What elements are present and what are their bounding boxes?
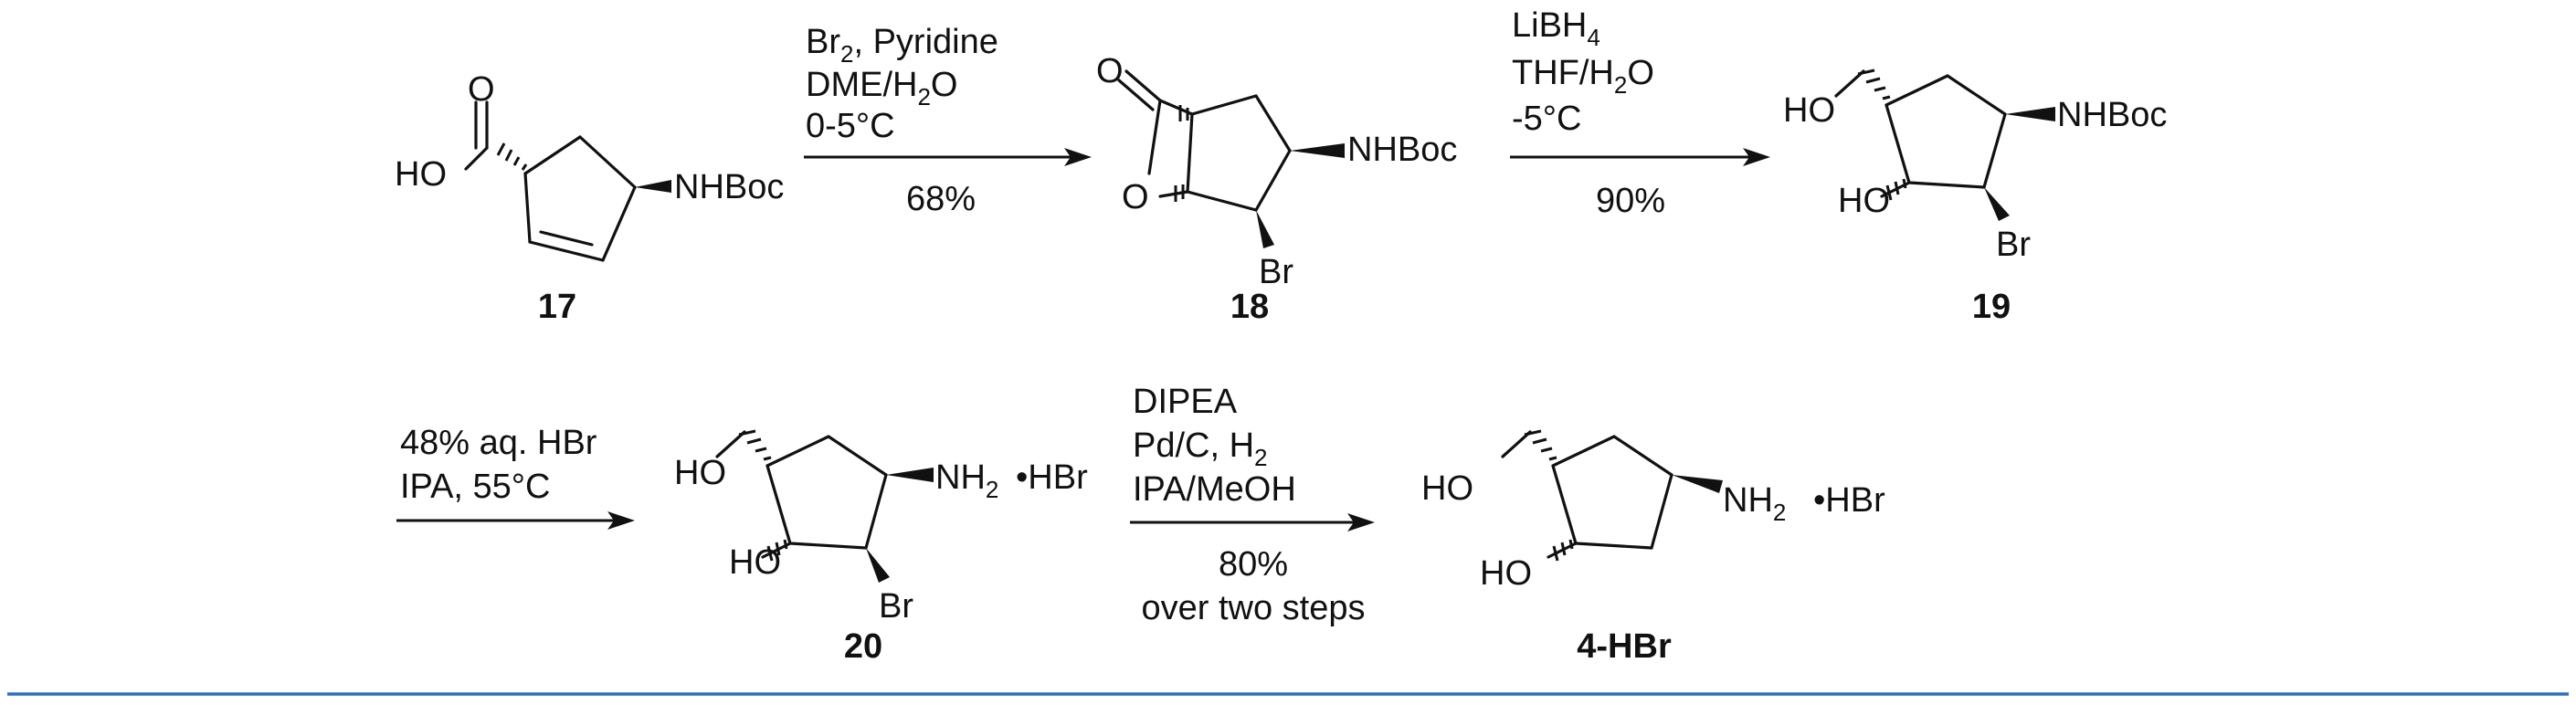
hashed-bond-20 bbox=[738, 429, 772, 461]
hashed-bond-20b bbox=[766, 539, 788, 562]
reagent-step4-yield2: over two steps bbox=[1142, 589, 1366, 627]
reaction-arrow-4: DIPEA Pd/C, H2 IPA/MeOH 80% over two ste… bbox=[1130, 383, 1375, 627]
compound-label-17: 17 bbox=[538, 288, 576, 326]
compound-18-structure: O O NHBoc Br 18 bbox=[1096, 52, 1457, 326]
reagent-step2-yield: 90% bbox=[1596, 182, 1665, 220]
reagent-step1-line2: DME/H2O bbox=[806, 66, 957, 110]
wedge-bond bbox=[1672, 475, 1723, 493]
compound-label-4hbr: 4-HBr bbox=[1577, 627, 1672, 666]
atom-nhboc: NHBoc bbox=[674, 168, 784, 206]
reagent-step4-line3: IPA/MeOH bbox=[1133, 470, 1296, 509]
atom-ho: HO bbox=[1838, 182, 1890, 220]
reagent-step2-line2: THF/H2O bbox=[1512, 54, 1654, 99]
hashed-bond-4hbr bbox=[1524, 429, 1557, 461]
compound-label-18: 18 bbox=[1230, 288, 1269, 326]
reagent-step1-yield: 68% bbox=[906, 180, 976, 218]
wedge-bond bbox=[1984, 187, 2010, 221]
atom-o: O bbox=[1096, 52, 1124, 90]
atom-ho: HO bbox=[395, 155, 447, 194]
reagent-step4-yield: 80% bbox=[1219, 545, 1288, 584]
atom-br: Br bbox=[879, 587, 913, 626]
atom-ho: HO bbox=[1421, 469, 1473, 508]
wedge-bond bbox=[886, 468, 934, 482]
hashed-bond-4hbr-b bbox=[1552, 539, 1574, 562]
atom-hbr: •HBr bbox=[1016, 458, 1088, 497]
compound-19-structure: HO HO NHBoc Br 19 bbox=[1783, 68, 2167, 326]
atom-ho: HO bbox=[674, 454, 726, 492]
atom-ho: HO bbox=[1480, 554, 1532, 593]
wedge-bond bbox=[866, 548, 890, 583]
atom-ho: HO bbox=[1783, 91, 1835, 130]
wedge-bond bbox=[635, 180, 671, 193]
compound-20-structure: HO HO NH2 •HBr Br 20 bbox=[674, 429, 1088, 666]
atom-hbr: •HBr bbox=[1813, 481, 1885, 520]
atom-nhboc: NHBoc bbox=[2057, 96, 2167, 134]
atom-br: Br bbox=[1259, 253, 1293, 291]
reagent-step3-line2: IPA, 55°C bbox=[400, 468, 550, 506]
compound-17-structure: O HO NHBoc 17 bbox=[395, 70, 784, 326]
reaction-arrow-1: Br2, Pyridine DME/H2O 0-5°C 68% bbox=[804, 23, 1092, 218]
hashed-bond-19b bbox=[1885, 178, 1907, 201]
hashed-bond-19 bbox=[1857, 68, 1891, 100]
reagent-step4-line1: DIPEA bbox=[1133, 383, 1238, 421]
wedge-bond bbox=[1290, 143, 1345, 158]
reaction-arrow-2: LiBH4 THF/H2O -5°C 90% bbox=[1510, 6, 1770, 220]
reagent-step3-line1: 48% aq. HBr bbox=[400, 424, 597, 462]
wedge-bond bbox=[1256, 210, 1274, 248]
reagent-step2-line1: LiBH4 bbox=[1512, 6, 1600, 51]
reagent-step4-line2: Pd/C, H2 bbox=[1133, 426, 1268, 471]
compound-4hbr-structure: HO HO NH2 •HBr 4-HBr bbox=[1421, 429, 1885, 666]
atom-o: O bbox=[468, 70, 495, 109]
compound-label-20: 20 bbox=[844, 627, 882, 666]
atom-br: Br bbox=[1996, 226, 2031, 264]
atom-nh2: NH2 bbox=[935, 458, 998, 503]
hashed-bond-18 bbox=[1174, 105, 1189, 202]
wedge-bond bbox=[2005, 107, 2055, 121]
reaction-arrow-3: 48% aq. HBr IPA, 55°C bbox=[396, 424, 635, 530]
atom-ho: HO bbox=[729, 543, 781, 582]
reagent-step2-line3: -5°C bbox=[1512, 100, 1581, 138]
atom-nhboc: NHBoc bbox=[1347, 131, 1457, 169]
reagent-step1-line1: Br2, Pyridine bbox=[806, 23, 998, 68]
hashed-bond-17 bbox=[496, 142, 528, 171]
compound-label-19: 19 bbox=[1972, 288, 2011, 326]
reagent-step1-line3: 0-5°C bbox=[806, 107, 895, 145]
atom-nh2: NH2 bbox=[1723, 481, 1786, 526]
atom-o: O bbox=[1122, 178, 1149, 216]
